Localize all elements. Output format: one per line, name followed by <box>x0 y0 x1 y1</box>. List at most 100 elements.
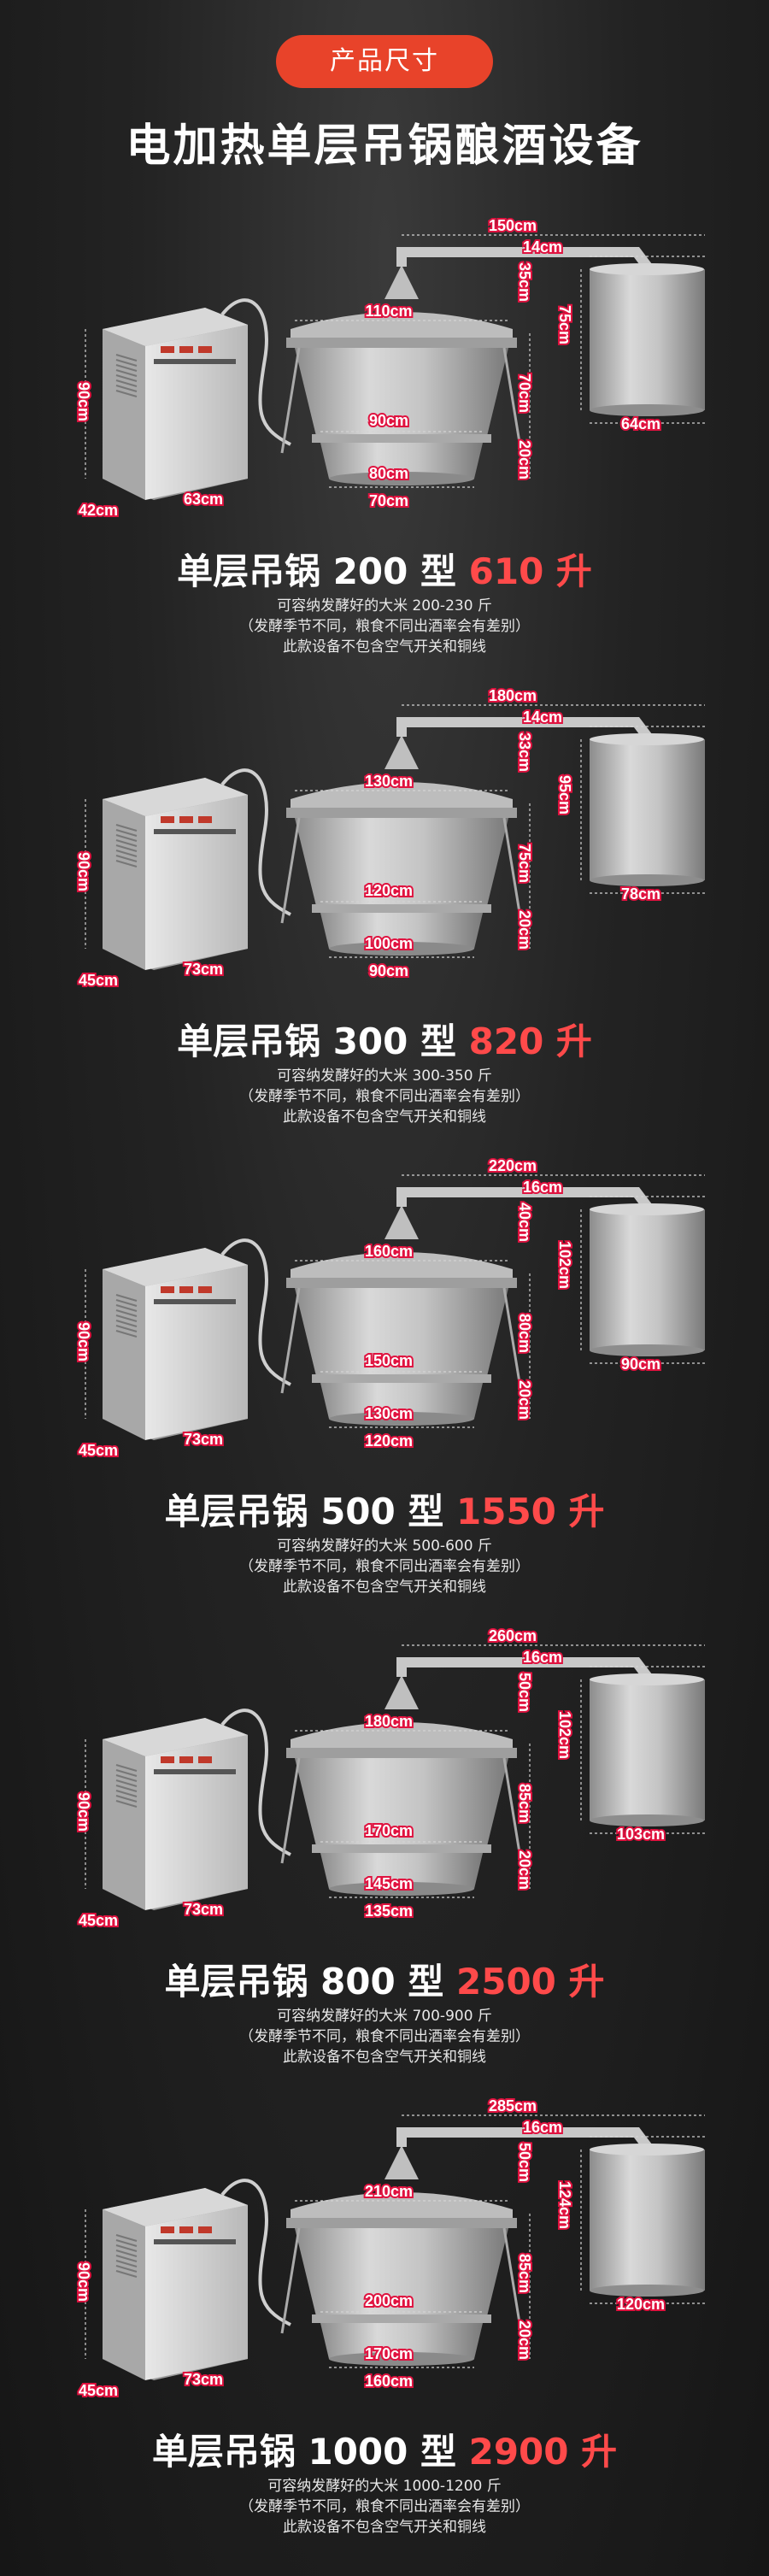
dim-cover-height: 35cm <box>516 262 533 302</box>
dim-box-depth: 45cm <box>79 2382 118 2399</box>
model-note: 此款设备不包含空气开关和铜线 <box>283 1109 486 1126</box>
dim-base-top: 130cm <box>365 1405 413 1422</box>
power-cable <box>220 768 291 916</box>
equipment-diagram: 285cm16cm50cm124cm85cm20cm210cm200cm170c… <box>73 2096 705 2401</box>
dim-base-top: 80cm <box>369 465 408 482</box>
dim-base-height: 20cm <box>516 910 533 950</box>
model-note: （发酵季节不同，粮食不同出酒率会有差别） <box>239 2498 530 2515</box>
cooler-tank <box>590 2144 705 2297</box>
electric-heating-box <box>103 1718 248 1910</box>
power-cable <box>220 1709 291 1856</box>
equipment-diagram: 180cm14cm33cm95cm75cm20cm130cm120cm100cm… <box>73 685 705 991</box>
equipment-diagram: 220cm16cm40cm102cm80cm20cm160cm150cm130c… <box>73 1156 705 1461</box>
dim-pot-top: 160cm <box>365 1243 413 1260</box>
model-name: 单层吊锅 200 型 <box>177 550 456 592</box>
cooler-tank <box>590 1673 705 1826</box>
dim-box-width: 73cm <box>184 1901 223 1918</box>
dim-base-top: 145cm <box>365 1875 413 1892</box>
dim-cooler-width: 120cm <box>617 2296 665 2313</box>
vapor-pipe <box>396 1657 654 1683</box>
dim-total-width: 260cm <box>489 1627 537 1644</box>
dim-base-bottom: 160cm <box>365 2373 413 2390</box>
dim-pot-middle: 200cm <box>365 2292 413 2309</box>
model-note: 可容纳发酵好的大米 700-900 斤 <box>277 2008 492 2025</box>
electric-heating-box <box>103 1248 248 1440</box>
steam-pot <box>280 2145 523 2366</box>
equipment-diagram: 150cm14cm35cm75cm70cm20cm110cm90cm80cm70… <box>73 215 705 520</box>
model-note: （发酵季节不同，粮食不同出酒率会有差别） <box>239 618 530 635</box>
model-note: 此款设备不包含空气开关和铜线 <box>283 1579 486 1596</box>
dim-base-height: 20cm <box>516 2320 533 2360</box>
dim-cover-height: 50cm <box>516 1673 533 1712</box>
dim-base-bottom: 90cm <box>369 962 408 979</box>
dim-pot-top: 130cm <box>365 773 413 790</box>
model-title: 单层吊锅 1000 型 2900 升 <box>0 2423 769 2475</box>
cooler-tank <box>590 733 705 886</box>
model-capacity: 610 升 <box>468 550 592 592</box>
electric-heating-box <box>103 308 248 500</box>
electric-heating-box <box>103 778 248 970</box>
dim-box-width: 73cm <box>184 1431 223 1448</box>
dim-box-width: 63cm <box>184 491 223 508</box>
steam-pot <box>280 265 523 485</box>
dim-pot-height: 70cm <box>516 373 533 413</box>
dim-pot-height: 75cm <box>516 844 533 883</box>
dim-box-width: 73cm <box>184 961 223 978</box>
dim-cover-height: 50cm <box>516 2143 533 2182</box>
model-capacity: 2500 升 <box>456 1961 605 2003</box>
vapor-pipe <box>396 2127 654 2153</box>
model-note: 可容纳发酵好的大米 500-600 斤 <box>277 1538 492 1555</box>
cooler-tank <box>590 1203 705 1356</box>
dim-pipe: 16cm <box>523 1649 562 1666</box>
dim-box-width: 73cm <box>184 2371 223 2388</box>
model-title: 单层吊锅 500 型 1550 升 <box>0 1483 769 1535</box>
steam-pot <box>280 1205 523 1426</box>
equipment-diagram: 260cm16cm50cm102cm85cm20cm180cm170cm145c… <box>73 1626 705 1931</box>
dim-cooler-height: 95cm <box>556 775 573 815</box>
dim-cooler-height: 102cm <box>556 1241 573 1289</box>
dim-pipe: 14cm <box>523 238 562 256</box>
dim-cooler-height: 75cm <box>556 305 573 344</box>
dim-pot-top: 180cm <box>365 1713 413 1730</box>
dim-total-width: 150cm <box>489 217 537 234</box>
vapor-pipe <box>396 247 654 273</box>
dim-pot-middle: 120cm <box>365 882 413 899</box>
dim-pot-height: 85cm <box>516 2254 533 2293</box>
dim-pipe: 16cm <box>523 1179 562 1196</box>
electric-heating-box <box>103 2188 248 2380</box>
model-note: 此款设备不包含空气开关和铜线 <box>283 2049 486 2066</box>
vapor-pipe <box>396 717 654 743</box>
dim-base-bottom: 135cm <box>365 1903 413 1920</box>
dim-base-height: 20cm <box>516 440 533 479</box>
dim-cooler-width: 103cm <box>617 1826 665 1843</box>
model-name: 单层吊锅 500 型 <box>164 1491 444 1532</box>
dim-base-bottom: 70cm <box>369 492 408 509</box>
model-capacity: 820 升 <box>468 1020 592 1062</box>
dim-cover-height: 33cm <box>516 732 533 772</box>
dim-cooler-height: 102cm <box>556 1711 573 1759</box>
steam-pot <box>280 735 523 956</box>
power-cable <box>220 2179 291 2326</box>
steam-pot <box>280 1675 523 1896</box>
dim-cover-height: 40cm <box>516 1203 533 1242</box>
dim-box-height: 90cm <box>75 1322 92 1362</box>
dim-pot-top: 110cm <box>365 303 412 320</box>
cooler-tank <box>590 263 705 416</box>
dim-box-height: 90cm <box>75 2262 92 2302</box>
section-badge: 产品尺寸 <box>276 35 493 88</box>
power-cable <box>220 1238 291 1386</box>
dim-pot-height: 80cm <box>516 1314 533 1353</box>
model-note: 可容纳发酵好的大米 300-350 斤 <box>277 1067 492 1085</box>
dim-pot-middle: 170cm <box>365 1822 413 1839</box>
dim-cooler-width: 78cm <box>621 885 660 903</box>
dim-box-height: 90cm <box>75 852 92 891</box>
dim-pipe: 14cm <box>523 709 562 726</box>
dim-total-width: 180cm <box>489 687 537 704</box>
dim-box-depth: 45cm <box>79 972 118 989</box>
dim-total-width: 220cm <box>489 1157 537 1174</box>
